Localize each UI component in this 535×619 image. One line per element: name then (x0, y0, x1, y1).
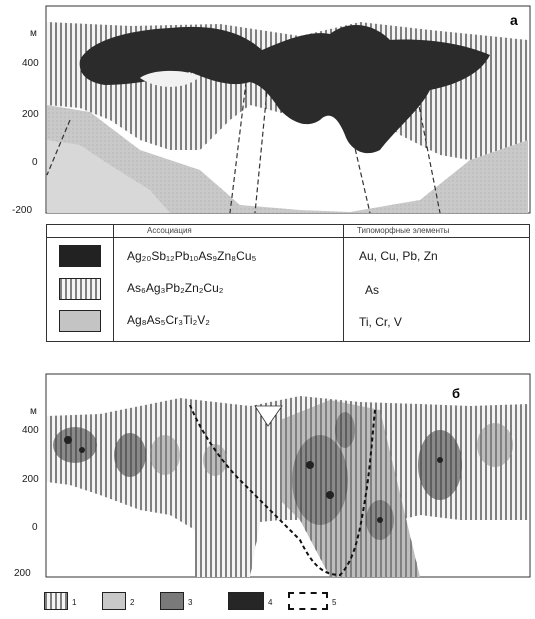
section-b-patch-6 (335, 412, 355, 448)
bottom-legend-swatch-vertical-lines (44, 592, 68, 610)
legend-table: Ассоциация Типоморфные элементы Ag₂₀Sb₁₂… (46, 224, 530, 342)
section-b-profile: м 400 200 0 200 б (0, 370, 535, 585)
bottom-legend-num-4: 4 (268, 598, 273, 607)
section-b-patch-1 (53, 427, 97, 463)
section-b-patch-9 (477, 423, 513, 467)
bottom-legend-swatch-mid-gray (160, 592, 184, 610)
legend-formula-2: As₆Ag₃Pb₂Zn₂Cu₂ (127, 281, 224, 295)
section-a-dark-orebody (79, 24, 490, 154)
section-b-patch-8 (418, 430, 462, 500)
section-b-dark-spot-3 (306, 461, 314, 469)
section-a-tick-0: 0 (32, 157, 38, 168)
section-b-patch-2 (114, 433, 146, 477)
section-a-light-zone (47, 105, 528, 213)
section-b-patch-4 (203, 444, 227, 476)
section-b-tick-bottom: 200 (14, 568, 31, 579)
section-a-window (140, 70, 200, 87)
bottom-legend-num-2: 2 (130, 598, 135, 607)
legend-table-divider-1 (113, 225, 114, 341)
bottom-legend-num-5: 5 (332, 598, 337, 607)
section-a-fault-5 (46, 119, 71, 176)
section-a-tick-neg200: -200 (12, 205, 33, 216)
section-b-dark-spot-6 (377, 517, 383, 523)
legend-formula-3: Ag₈As₅Cr₃Ti₂V₂ (127, 313, 210, 327)
legend-table-divider-2 (343, 225, 344, 341)
section-b-dashed-outline (189, 404, 376, 577)
section-b-dark-spot-1 (64, 436, 72, 444)
section-a-tick-200: 200 (22, 109, 39, 120)
legend-swatch-dark (59, 245, 101, 267)
legend-formula-1: Ag₂₀Sb₁₂Pb₁₀As₉Zn₈Cu₅ (127, 249, 257, 263)
legend-right-header: Типоморфные элементы (357, 226, 450, 235)
bottom-legend-swatch-dashed-outline (288, 592, 328, 610)
section-b-dark-spot-5 (437, 457, 443, 463)
section-b-dark-spot-4 (326, 491, 334, 499)
section-b-tick-200: 200 (22, 474, 39, 485)
legend-elements-3: Ti, Cr, V (359, 315, 402, 329)
bottom-legend-swatch-dark (228, 592, 264, 610)
section-a-unit: м (30, 28, 37, 39)
section-a-tick-400: 400 (22, 58, 39, 69)
legend-swatch-vertical-lines (59, 278, 101, 300)
section-b-patch-5 (292, 435, 348, 525)
legend-left-header: Ассоциация (147, 226, 192, 235)
section-b-dark-spot-2 (79, 447, 85, 453)
bottom-legend-num-1: 1 (72, 598, 77, 607)
section-a-lower-light-zone (47, 140, 170, 213)
section-a-diagram: a (45, 5, 531, 214)
legend-elements-1: Au, Cu, Pb, Zn (359, 249, 438, 263)
section-b-letter: б (452, 386, 460, 401)
section-b-tick-400: 400 (22, 425, 39, 436)
section-a-letter: a (510, 12, 518, 28)
legend-elements-2: As (365, 283, 380, 297)
bottom-legend-num-3: 3 (188, 598, 193, 607)
legend-table-header-line (47, 237, 529, 238)
legend-swatch-light-gray (59, 310, 101, 332)
section-b-patch-3 (150, 435, 180, 475)
section-b-tick-0: 0 (32, 522, 38, 533)
section-b-top-notch (254, 405, 283, 427)
section-a-profile: м 400 200 0 -200 a (0, 0, 535, 222)
bottom-legend-swatch-light-gray (102, 592, 126, 610)
bottom-legend: 1 2 3 4 5 (44, 592, 364, 614)
section-b-diagram: б (45, 373, 531, 578)
section-b-unit: м (30, 406, 37, 417)
